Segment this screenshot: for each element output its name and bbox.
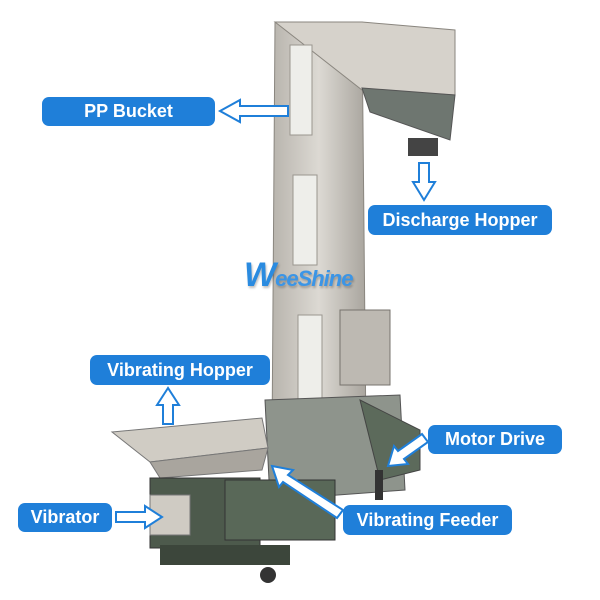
vibrator-base [149,477,336,583]
arrow-vibrating-feeder [270,464,345,520]
label-vibrator: Vibrator [18,503,112,532]
label-vibrating-feeder: Vibrating Feeder [343,505,512,535]
arrow-vibrator [115,504,164,530]
label-discharge-hopper: Discharge Hopper [368,205,552,235]
arrow-motor-drive [386,432,430,468]
arrow-pp-bucket [217,98,289,124]
logo-letter: W [244,256,276,294]
vibrating-hopper-tray [110,417,269,479]
control-box [339,309,391,386]
label-vibrating-hopper: Vibrating Hopper [90,355,270,385]
callout-arrows [115,98,437,530]
logo-text: eeShine [275,266,353,291]
elevator-column [271,21,456,441]
arrow-discharge-hopper [411,162,437,202]
weeshine-logo: WeeShine [244,256,353,295]
label-pp-bucket: PP Bucket [42,97,215,126]
label-motor-drive: Motor Drive [428,425,562,454]
arrow-vibrating-hopper [155,386,181,425]
